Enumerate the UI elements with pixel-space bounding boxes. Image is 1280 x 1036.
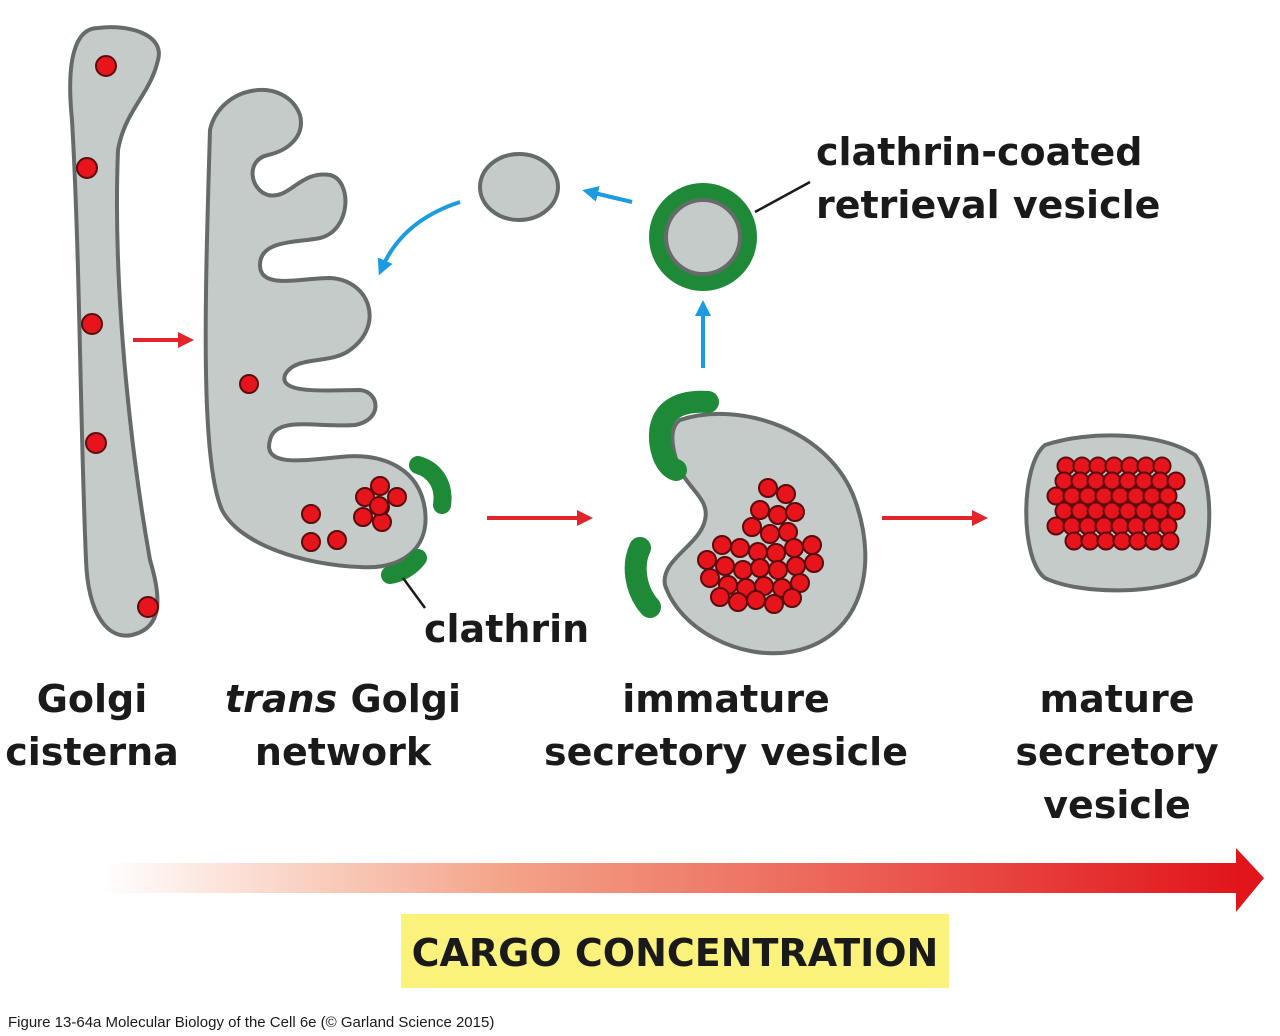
cargo-granule [766, 543, 786, 563]
retrieval-pointer [754, 180, 811, 214]
cargo-granule [764, 594, 784, 614]
cargo-granule [1144, 531, 1164, 551]
cargo-granule [1112, 531, 1132, 551]
cargo-granule [742, 517, 762, 537]
cargo-granule [1158, 486, 1178, 506]
cisterna-cargo [76, 55, 159, 618]
mature-secretory-vesicle [1024, 433, 1212, 593]
clathrin-coat-lower [381, 549, 427, 584]
cargo-granule [733, 560, 753, 580]
label-immature-secretory-vesicle: immature secretory vesicle [544, 677, 908, 774]
cargo-granule [758, 478, 778, 498]
cargo-granule [1046, 516, 1066, 536]
cargo-granule [387, 487, 407, 507]
cargo-granule [1160, 531, 1180, 551]
cargo-granule [1064, 531, 1084, 551]
svg-text:network: network [255, 730, 432, 774]
cargo-granule [750, 500, 770, 520]
cargo-granule [137, 596, 159, 618]
cargo-granule [786, 556, 806, 576]
cargo-granule [369, 496, 389, 516]
retrieval-arrow-uncoat [582, 186, 633, 204]
cargo-granule [768, 560, 788, 580]
cargo-granule [370, 476, 390, 496]
cargo-granule [785, 502, 805, 522]
cargo-granule [239, 374, 259, 394]
tgn-cargo [239, 374, 407, 552]
immature-clathrin-upper [648, 390, 719, 481]
cargo-concentration-label: CARGO CONCENTRATION [412, 931, 939, 975]
cargo-granule [728, 592, 748, 612]
cargo-granule [700, 568, 720, 588]
retrieval-label-line2: retrieval vesicle [816, 183, 1160, 227]
cargo-granule [804, 553, 824, 573]
cargo-granule [712, 535, 732, 555]
cargo-granule [353, 507, 373, 527]
cargo-granule [782, 588, 802, 608]
cargo-granule [372, 512, 392, 532]
immature-cargo [697, 478, 824, 614]
retrieval-label-line1: clathrin-coated [816, 130, 1142, 174]
svg-text:mature: mature [1040, 677, 1195, 721]
cargo-granule [710, 587, 730, 607]
cargo-granule [301, 532, 321, 552]
cargo-granule [95, 55, 117, 77]
cargo-granule [76, 157, 98, 179]
cargo-granule [776, 484, 796, 504]
cargo-highlight-box [401, 914, 949, 988]
svg-text:Golgi: Golgi [37, 677, 148, 721]
immature-secretory-vesicle [624, 390, 868, 656]
cargo-granule [1080, 531, 1100, 551]
trans-golgi-network [203, 88, 452, 584]
label-golgi-cisterna: Golgi cisterna [5, 677, 179, 774]
cargo-granule [730, 538, 750, 558]
clathrin-coat-upper [409, 456, 452, 514]
immature-clathrin-lower [624, 537, 661, 618]
cargo-granule [85, 432, 107, 454]
cargo-granule [1096, 531, 1116, 551]
svg-text:secretory vesicle: secretory vesicle [544, 730, 908, 774]
clathrin-pointer [401, 577, 427, 609]
cargo-concentration-arrow [100, 848, 1264, 912]
cargo-granule [327, 530, 347, 550]
svg-text:immature: immature [622, 677, 830, 721]
cargo-granule [768, 505, 788, 525]
cargo-granule [301, 504, 321, 524]
svg-text:trans Golgi: trans Golgi [225, 677, 461, 721]
label-mature-secretory-vesicle: mature secretory vesicle [1015, 677, 1218, 827]
label-trans-golgi-network: trans Golgi network [225, 677, 461, 774]
uncoated-vesicle [478, 152, 560, 222]
cargo-granule [1128, 531, 1148, 551]
mature-cargo [1046, 456, 1186, 551]
cargo-granule [697, 550, 717, 570]
cargo-granule [81, 313, 103, 335]
clathrin-coated-retrieval-vesicle [649, 183, 757, 291]
svg-text:secretory: secretory [1015, 730, 1218, 774]
cargo-granule [355, 487, 375, 507]
cargo-granule [746, 590, 766, 610]
cargo-granule [750, 558, 770, 578]
clathrin-label: clathrin [424, 607, 589, 651]
cargo-granule [760, 524, 780, 544]
cargo-granule [1166, 471, 1186, 491]
cargo-granule [1166, 501, 1186, 521]
cargo-granule [784, 538, 804, 558]
figure-caption: Figure 13-64a Molecular Biology of the C… [8, 1014, 494, 1031]
retrieval-arrow-to-tgn [377, 200, 461, 276]
golgi-cisterna [68, 25, 161, 638]
cargo-granule [715, 556, 735, 576]
cargo-granule [802, 535, 822, 555]
svg-text:cisterna: cisterna [5, 730, 179, 774]
svg-text:vesicle: vesicle [1043, 783, 1191, 827]
